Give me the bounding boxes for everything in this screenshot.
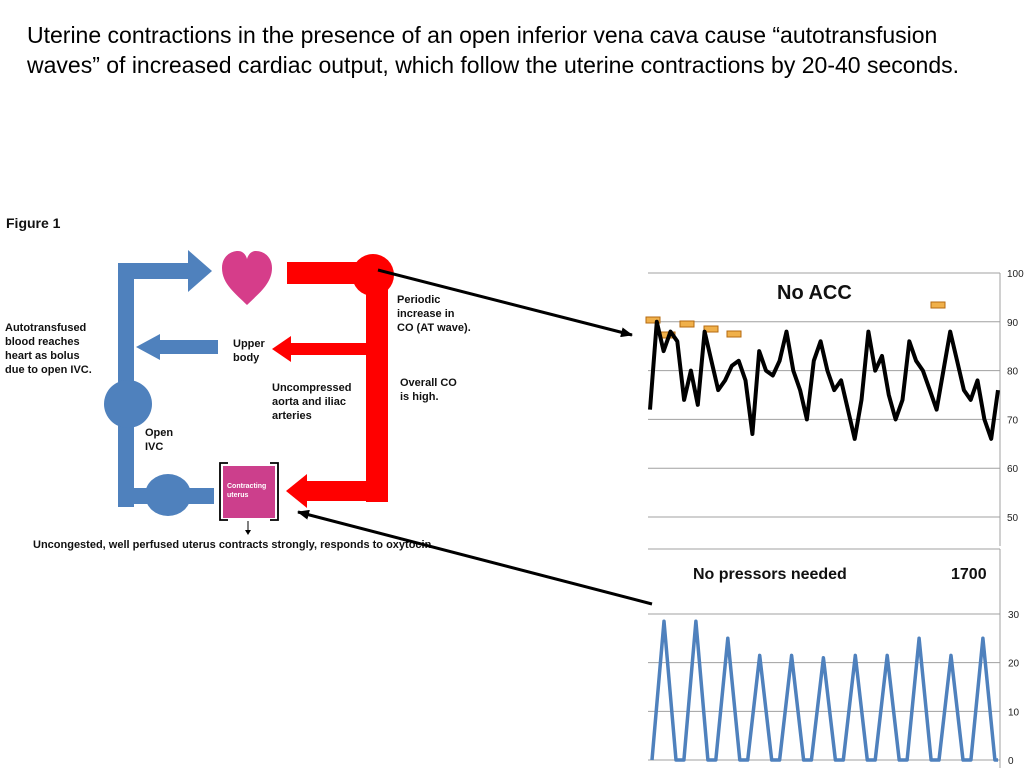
svg-text:Upper: Upper: [233, 338, 266, 350]
svg-text:blood reaches: blood reaches: [5, 336, 80, 348]
svg-text:Periodic: Periodic: [397, 294, 440, 306]
svg-text:is high.: is high.: [400, 391, 439, 403]
svg-text:heart as bolus: heart as bolus: [5, 350, 80, 362]
y-tick-label: 90: [1007, 318, 1019, 329]
svg-text:Autotransfused: Autotransfused: [5, 322, 86, 334]
small-down-arrow-icon: [245, 530, 251, 535]
y-tick-label: 80: [1007, 367, 1019, 378]
contraction-series-line: [650, 619, 998, 762]
contraction-chart: 30 20 10 0 No pressors needed 1700: [648, 548, 1020, 768]
figure-label: Figure 1: [6, 215, 61, 231]
y-tick-label: 20: [1008, 659, 1020, 670]
svg-text:increase in: increase in: [397, 308, 455, 320]
figure-caption: Uncongested, well perfused uterus contra…: [33, 539, 434, 551]
y-tick-label: 0: [1008, 756, 1014, 767]
venous-arrow-to-heart: [188, 250, 212, 292]
chart-bottom-title: No pressors needed: [693, 566, 847, 583]
event-marker: [679, 320, 695, 328]
event-marker: [703, 325, 719, 333]
svg-text:arteries: arteries: [272, 410, 312, 422]
uterus-label-line: uterus: [227, 492, 249, 499]
co-chart: 100 90 80 70 60 50 No ACC: [645, 269, 1024, 546]
co-series-line: [648, 319, 1000, 441]
label-uncompressed-arteries: Uncompressed aorta and iliac arteries: [272, 382, 351, 422]
y-tick-label: 50: [1007, 513, 1019, 524]
heart-icon: [222, 251, 272, 305]
circulation-diagram: Contracting uterus Autotransfused blood …: [5, 250, 471, 551]
label-upper-body: Upper body: [233, 338, 266, 364]
arrow-to-co-chart: [377, 268, 633, 338]
y-tick-label: 100: [1007, 269, 1024, 280]
arterial-arrow-upper-body: [272, 336, 291, 362]
chart-bottom-annotation: 1700: [951, 566, 987, 583]
contracting-uterus: Contracting uterus: [219, 462, 279, 535]
svg-text:due to open IVC.: due to open IVC.: [5, 364, 92, 376]
y-tick-label: 70: [1007, 415, 1019, 426]
chart-top-title: No ACC: [777, 282, 852, 304]
uterus-label-line: Contracting: [227, 483, 266, 490]
y-tick-label: 60: [1007, 464, 1019, 475]
open-ivc-circle: [104, 380, 152, 428]
slide-title: Uterine contractions in the presence of …: [27, 22, 960, 78]
event-marker: [645, 316, 661, 324]
event-marker: [726, 330, 742, 338]
svg-text:Open: Open: [145, 427, 173, 439]
y-tick-label: 30: [1008, 610, 1020, 621]
venous-return-path: [104, 250, 218, 516]
svg-text:Overall CO: Overall CO: [400, 377, 457, 389]
venous-arrow-autotransfusion: [136, 334, 160, 360]
svg-text:IVC: IVC: [145, 441, 163, 453]
svg-text:Uncompressed: Uncompressed: [272, 382, 351, 394]
arrow-to-uterus: [297, 509, 653, 606]
arterial-arrow-to-uterus: [286, 474, 307, 508]
y-tick-label: 10: [1008, 707, 1020, 718]
label-periodic-increase: Periodic increase in CO (AT wave).: [397, 294, 471, 334]
label-overall-co: Overall CO is high.: [400, 377, 457, 403]
label-open-ivc: Open IVC: [145, 427, 173, 453]
svg-text:body: body: [233, 352, 260, 364]
svg-text:CO (AT wave).: CO (AT wave).: [397, 322, 471, 334]
event-marker: [930, 301, 946, 309]
label-autotransfused: Autotransfused blood reaches heart as bo…: [5, 322, 92, 376]
svg-text:aorta and iliac: aorta and iliac: [272, 396, 346, 408]
arterial-path: [272, 254, 394, 508]
